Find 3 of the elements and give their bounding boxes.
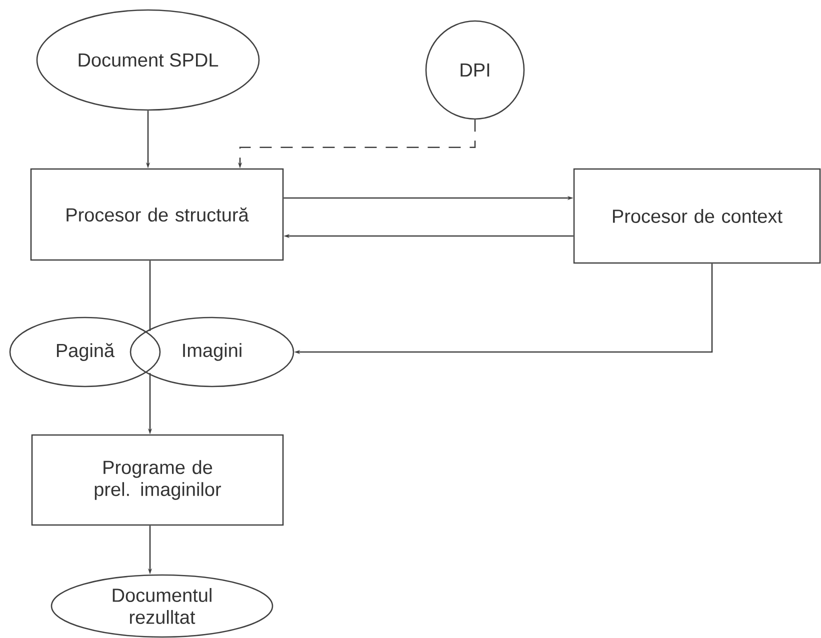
process-box: Programe de prel. imaginilor [31,434,284,526]
process-box: Procesor de structură [30,168,284,261]
process-box: Procesor de context [573,168,821,264]
